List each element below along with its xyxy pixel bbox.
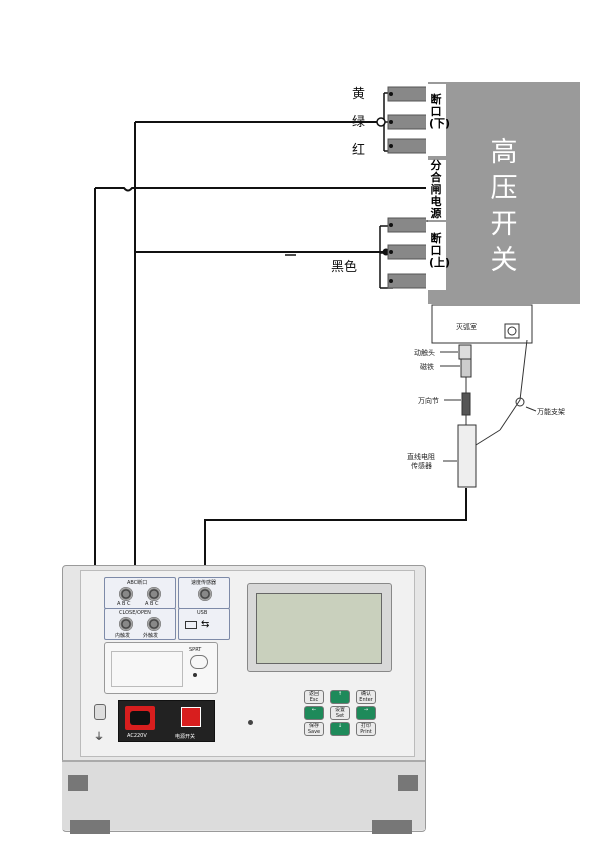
- sensor-label-1: 直线电阻: [407, 453, 435, 461]
- speed-sensor-connector[interactable]: [198, 587, 212, 601]
- corner-foot: [70, 820, 110, 834]
- break-lower-box: [426, 222, 446, 290]
- key-up[interactable]: ↑: [330, 690, 350, 704]
- printer: SPRT: [104, 642, 218, 694]
- magnet-label: 磁铁: [420, 363, 434, 371]
- sensor-label-2: 传感器: [411, 462, 432, 470]
- power-label: 分合闸电源: [430, 159, 442, 220]
- usb-panel: USB ⇆: [178, 608, 230, 640]
- trigger-connector-1[interactable]: [119, 617, 133, 631]
- printer-feed-button[interactable]: [190, 655, 208, 669]
- corner-foot: [398, 775, 418, 791]
- lcd-screen: [256, 593, 382, 664]
- ac-socket[interactable]: [125, 706, 155, 730]
- label-green: 绿: [352, 115, 366, 130]
- power-box: [426, 160, 446, 220]
- corner-foot: [68, 775, 88, 791]
- wire-upper-break: [134, 121, 380, 580]
- usb-icon: ⇆: [201, 619, 210, 630]
- key-right[interactable]: →: [356, 706, 376, 720]
- trigger-port-panel: CLOSE/OPEN 内触发 外触发: [104, 608, 176, 640]
- printer-led: [193, 673, 197, 677]
- label-black: 黑色: [331, 260, 358, 275]
- label-yellow: 黄: [352, 87, 366, 102]
- universal-joint-label: 万向节: [418, 397, 439, 405]
- break-upper-box: [426, 84, 446, 156]
- break-port-connector-1[interactable]: [119, 587, 133, 601]
- corner-foot: [372, 820, 412, 834]
- indicator-led: [248, 720, 253, 725]
- power-switch[interactable]: [181, 707, 201, 727]
- switch-title: 高 压 开 关: [490, 137, 518, 276]
- key-left[interactable]: ←: [304, 706, 324, 720]
- break-lower-label: 断口(上): [429, 232, 451, 269]
- trigger-connector-2[interactable]: [147, 617, 161, 631]
- break-port-panel: ABC断口 A B C A B C: [104, 577, 176, 609]
- usb-port[interactable]: [185, 621, 197, 629]
- high-voltage-switch: [428, 82, 580, 304]
- wire-sensor: [204, 488, 467, 583]
- arc-chamber-label: 灭弧室: [456, 323, 477, 331]
- speed-sensor-panel: 速度传感器: [178, 577, 230, 609]
- ground-icon: ⏚: [94, 732, 104, 743]
- label-red: 红: [352, 143, 366, 158]
- ground-terminal[interactable]: [94, 704, 106, 720]
- moving-contact-label: 动触头: [414, 349, 435, 357]
- printer-lid[interactable]: [111, 651, 183, 687]
- break-upper-label: 断口(下): [429, 93, 451, 130]
- universal-bracket-label: 万能支架: [537, 408, 565, 416]
- power-section: AC220V 电源开关: [118, 700, 215, 742]
- break-port-connector-2[interactable]: [147, 587, 161, 601]
- instrument-case-lower: [62, 760, 425, 830]
- wire-power: [94, 187, 427, 625]
- key-down[interactable]: ↓: [330, 722, 350, 736]
